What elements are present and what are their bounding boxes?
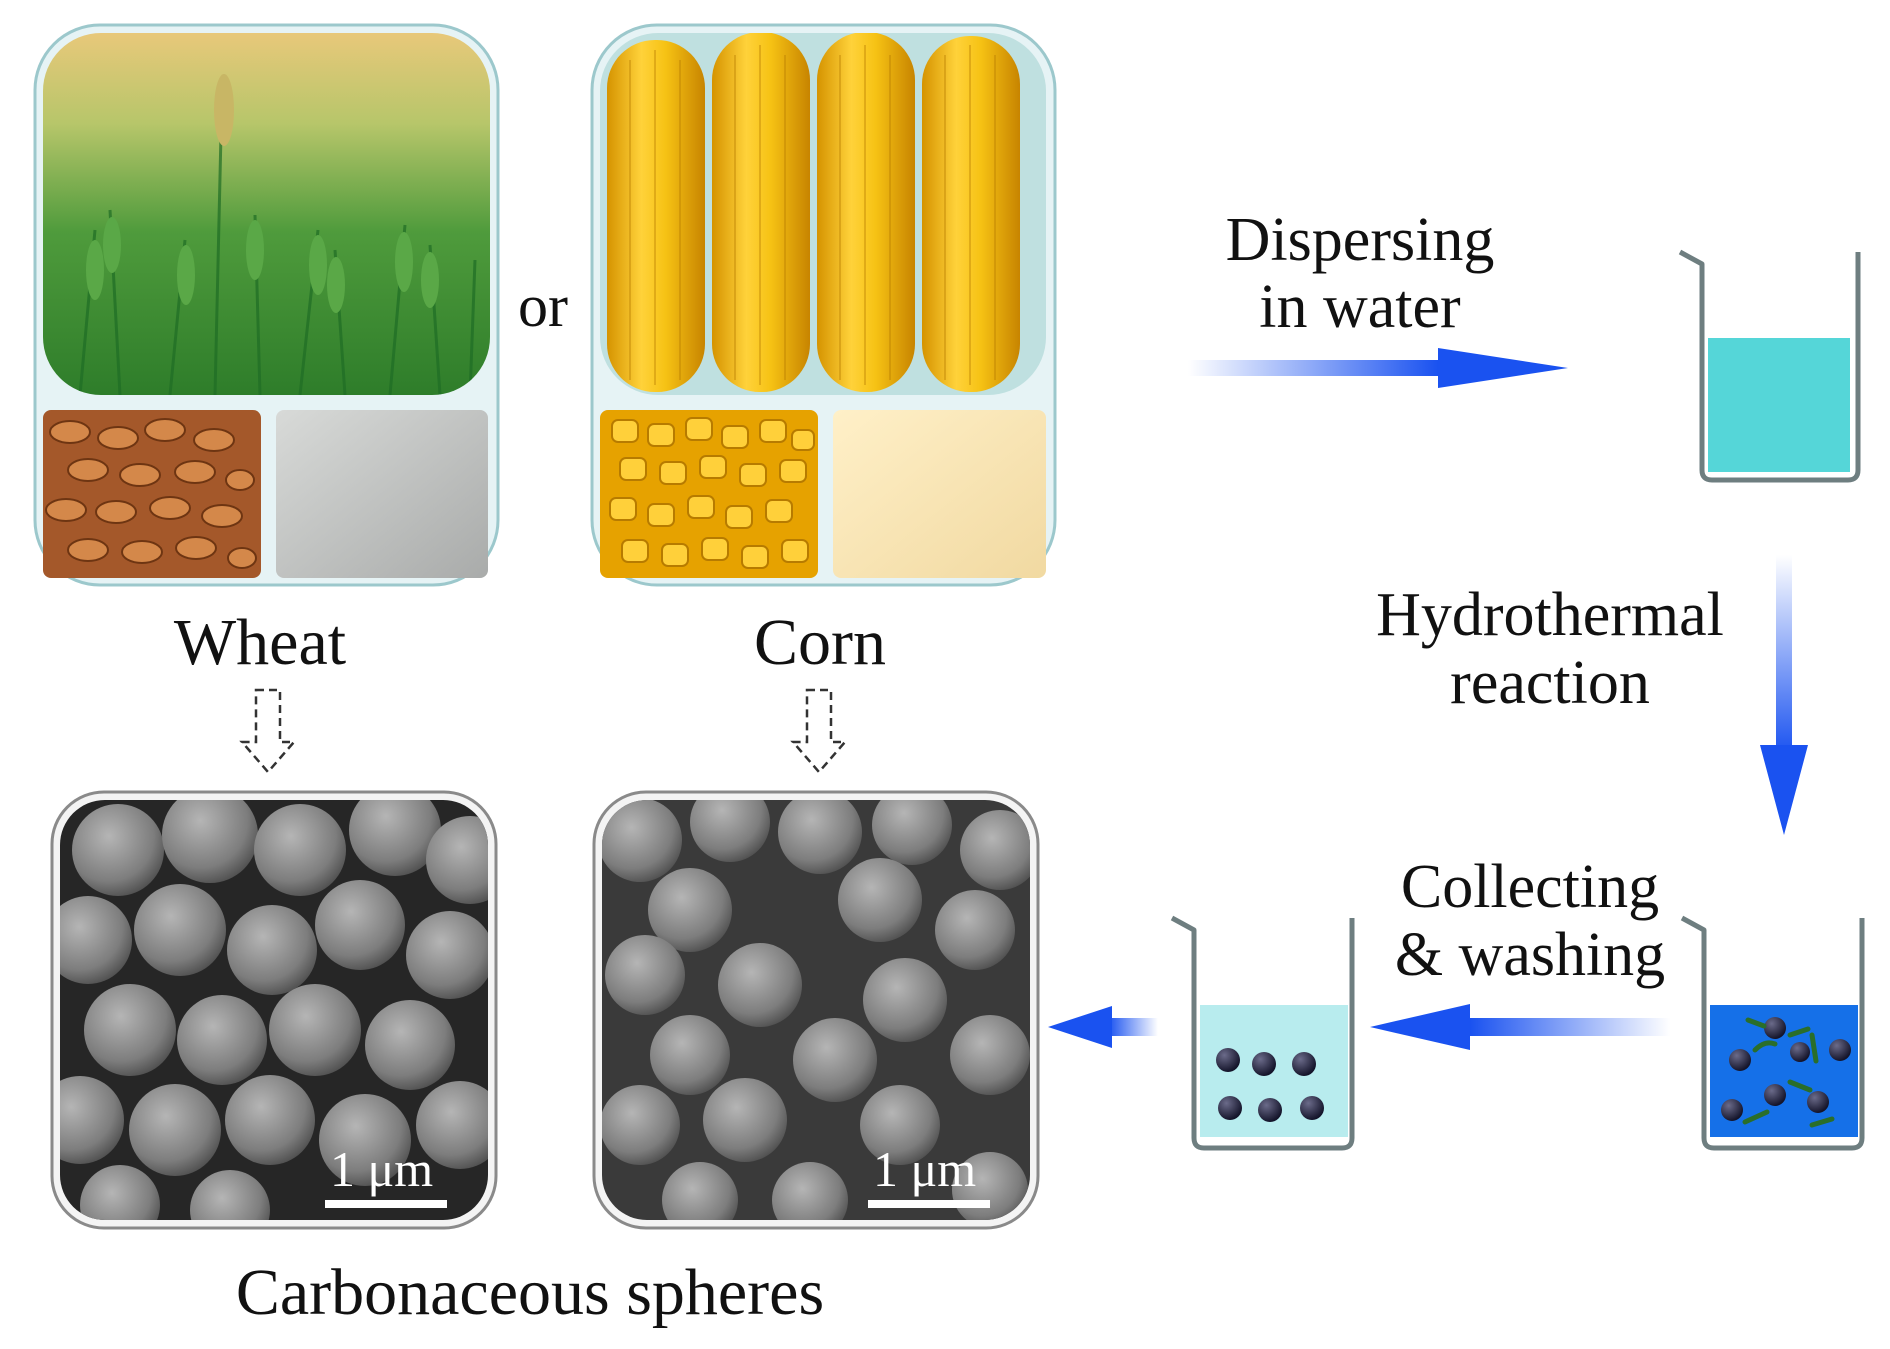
step-dispersing-line2: in water [1259,273,1461,341]
beaker-icon [1170,915,1355,1151]
beaker-icon [1680,915,1865,1151]
wheat-label: Wheat [173,606,347,679]
corn-label: Corn [754,606,886,679]
wheat-grain-photo [43,410,261,578]
step-collecting-line2: & washing [1394,921,1666,989]
wheat-field-photo [43,33,490,395]
dashed-arrow-icon [790,688,848,774]
scale-bar-label: 1 μm [873,1141,977,1197]
beaker-icon [1678,249,1861,483]
step-hydrothermal-line1: Hydrothermal [1376,581,1724,649]
caption: Carbonaceous spheres [235,1256,825,1329]
step-dispersing-line1: Dispersing [1225,206,1495,274]
arrow-icon [1188,348,1568,388]
corn-cob-photo [600,33,1046,395]
corn-flour-photo [833,410,1046,578]
corn-panel [590,23,1057,587]
sem-image [50,790,1040,1230]
or-label: or [518,273,568,339]
arrow-icon [1760,555,1808,835]
scale-bar-label: 1 μm [330,1141,434,1197]
arrow-icon [1370,1004,1670,1050]
corn-kernel-photo [600,410,818,578]
scale-bar [868,1200,990,1208]
wheat-panel [33,23,500,587]
step-hydrothermal-line2: reaction [1450,649,1650,717]
flour-powder-photo [276,410,488,578]
dashed-arrow-icon [239,688,297,774]
arrow-icon [1048,1006,1158,1048]
scale-bar [325,1200,447,1208]
step-collecting-line1: Collecting [1400,853,1660,921]
